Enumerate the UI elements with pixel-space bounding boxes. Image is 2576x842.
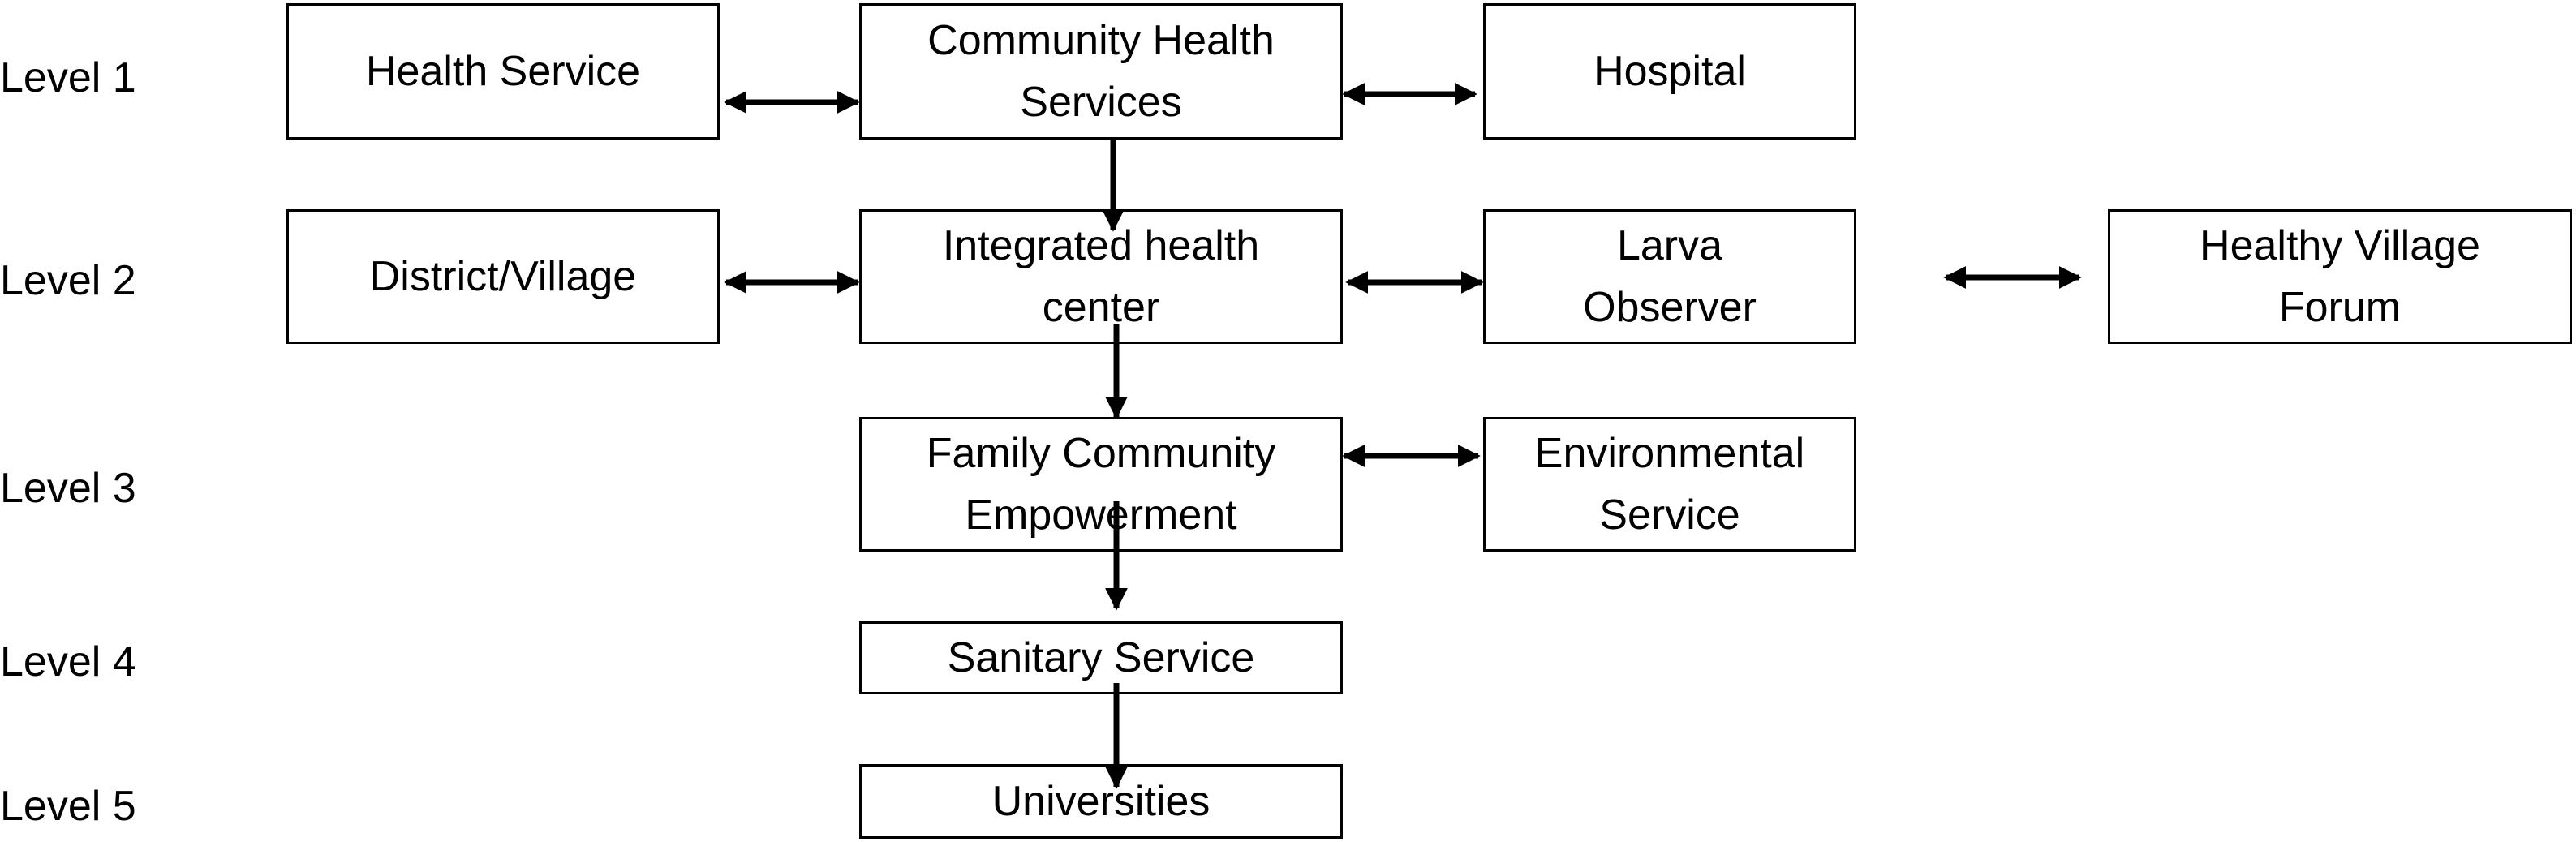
level-1-label: Level 1 <box>0 54 136 101</box>
integrated-health-center-label: Integrated health center <box>942 222 1260 331</box>
larva-observer-label: Larva Observer <box>1583 222 1757 331</box>
integrated-health-center-box: Integrated health center <box>859 209 1343 344</box>
community-health-services-label: Community Health Services <box>927 17 1275 126</box>
universities-box: Universities <box>859 764 1343 839</box>
universities-label: Universities <box>991 778 1211 825</box>
level-2-label: Level 2 <box>0 257 136 304</box>
sanitary-service-box: Sanitary Service <box>859 621 1343 694</box>
environmental-service-box: Environmental Service <box>1483 417 1856 552</box>
environmental-service-label: Environmental Service <box>1534 430 1805 539</box>
level-4-label: Level 4 <box>0 638 136 685</box>
district-village-box: District/Village <box>286 209 720 344</box>
hospital-box: Hospital <box>1483 3 1856 140</box>
district-village-label: District/Village <box>369 253 637 300</box>
sanitary-service-label: Sanitary Service <box>947 634 1255 681</box>
healthy-village-forum-label: Healthy Village Forum <box>2200 222 2480 331</box>
level-5-label: Level 5 <box>0 783 136 830</box>
health-service-box: Health Service <box>286 3 720 140</box>
level-3-label: Level 3 <box>0 465 136 512</box>
hospital-label: Hospital <box>1593 48 1746 95</box>
family-community-empowerment-label: Family Community Empowerment <box>926 430 1276 539</box>
community-health-services-box: Community Health Services <box>859 3 1343 140</box>
health-service-label: Health Service <box>365 48 641 95</box>
healthy-village-forum-box: Healthy Village Forum <box>2108 209 2572 344</box>
larva-observer-box: Larva Observer <box>1483 209 1856 344</box>
family-community-empowerment-box: Family Community Empowerment <box>859 417 1343 552</box>
